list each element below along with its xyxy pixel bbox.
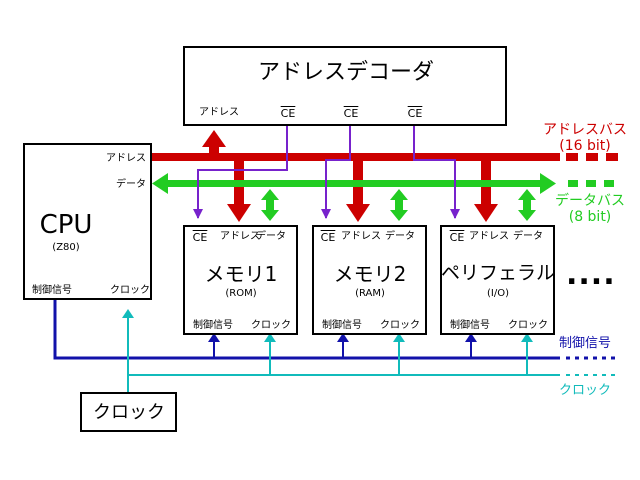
address-decoder-box: アドレスデコーダ アドレス CE CE CE bbox=[183, 46, 507, 126]
cpu-model: (Z80) bbox=[52, 242, 80, 253]
memory1-data-port: データ bbox=[256, 231, 286, 242]
chip-enable-lines bbox=[193, 126, 460, 219]
memory1-ce-port: CE bbox=[192, 231, 208, 244]
clock-source-box: クロック bbox=[80, 392, 177, 432]
peripheral-title: ペリフェラル bbox=[440, 262, 556, 284]
more-devices-ellipsis: .... bbox=[566, 257, 616, 292]
address-bus-label: アドレスバス bbox=[543, 122, 627, 138]
control-signal-bus-label: 制御信号 bbox=[558, 336, 612, 351]
memory2-ce-port: CE bbox=[320, 231, 336, 244]
peripheral-type: (I/O) bbox=[487, 288, 509, 299]
decoder-ce-port-1: CE bbox=[280, 107, 296, 120]
memory1-address-port: アドレス bbox=[220, 231, 260, 242]
clock-line-label: クロック bbox=[558, 383, 612, 398]
address-bus-width: (16 bit) bbox=[559, 138, 611, 154]
peripheral-data-port: データ bbox=[513, 231, 543, 242]
cpu-data-port-label: データ bbox=[116, 179, 146, 190]
memory1-title: メモリ1 bbox=[204, 262, 278, 286]
memory1-control-port: 制御信号 bbox=[193, 320, 233, 331]
memory2-clock-port: クロック bbox=[380, 320, 420, 331]
data-bus-label: データバス bbox=[555, 193, 625, 209]
cpu-address-port-label: アドレス bbox=[106, 153, 146, 164]
cpu-box: アドレス データ CPU (Z80) 制御信号 クロック bbox=[23, 143, 152, 300]
address-decoder-title: アドレスデコーダ bbox=[257, 60, 435, 85]
memory2-box: CE アドレス データ メモリ2 (RAM) 制御信号 クロック bbox=[312, 225, 427, 335]
peripheral-address-port: アドレス bbox=[469, 231, 509, 242]
memory2-control-port: 制御信号 bbox=[322, 320, 362, 331]
decoder-ce-port-3: CE bbox=[407, 107, 423, 120]
peripheral-ce-port: CE bbox=[449, 231, 465, 244]
memory1-type: (ROM) bbox=[225, 288, 257, 299]
memory1-box: CE アドレス データ メモリ1 (ROM) 制御信号 クロック bbox=[183, 225, 298, 335]
memory2-title: メモリ2 bbox=[333, 262, 407, 286]
data-bus-width: (8 bit) bbox=[568, 209, 612, 225]
cpu-clock-port-label: クロック bbox=[110, 285, 150, 296]
peripheral-box: CE アドレス データ ペリフェラル (I/O) 制御信号 クロック bbox=[440, 225, 555, 335]
memory2-data-port: データ bbox=[385, 231, 415, 242]
cpu-title: CPU bbox=[39, 210, 93, 240]
peripheral-control-port: 制御信号 bbox=[450, 320, 490, 331]
peripheral-clock-port: クロック bbox=[508, 320, 548, 331]
data-bus bbox=[152, 173, 614, 221]
clock-source-label: クロック bbox=[93, 402, 165, 423]
memory1-clock-port: クロック bbox=[251, 320, 291, 331]
decoder-address-port-label: アドレス bbox=[199, 107, 239, 118]
cpu-control-port-label: 制御信号 bbox=[32, 285, 72, 296]
memory2-address-port: アドレス bbox=[341, 231, 381, 242]
decoder-ce-port-2: CE bbox=[343, 107, 359, 120]
address-bus bbox=[152, 130, 618, 222]
memory2-type: (RAM) bbox=[355, 288, 385, 299]
clock-line bbox=[122, 309, 620, 392]
control-signal-bus bbox=[53, 300, 620, 360]
